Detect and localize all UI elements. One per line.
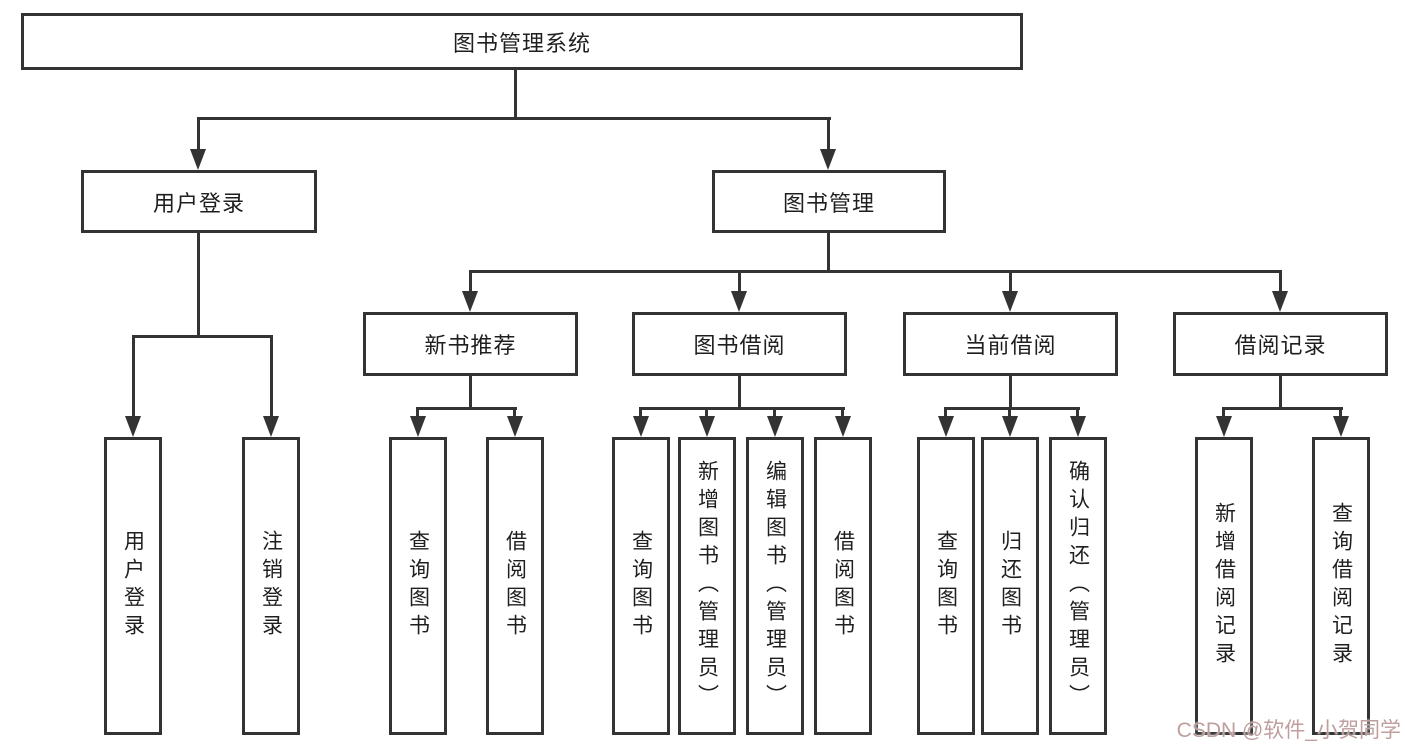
connector-newbook-c2-shaft xyxy=(513,407,516,418)
leaf-borrow-borrow-label: 借阅图书 xyxy=(831,530,855,642)
arrowhead-newbook-c2 xyxy=(507,416,523,437)
arrowhead-bookmgmt xyxy=(820,149,836,170)
arrowhead-current-c1 xyxy=(938,416,954,437)
node-current-borrow-label: 当前借阅 xyxy=(964,333,1057,358)
connector-mod1-shaft xyxy=(469,270,472,293)
leaf-current-return-label: 归还图书 xyxy=(998,530,1022,642)
connector-record-c1-shaft xyxy=(1222,407,1225,418)
connector-current-c1-shaft xyxy=(944,407,947,418)
connector-mgmt-vline xyxy=(827,233,830,273)
connector-current-c3-shaft xyxy=(1076,407,1079,418)
leaf-user-login-label: 用户登录 xyxy=(121,530,145,642)
arrowhead-user-child2 xyxy=(263,416,279,437)
leaf-newbook-borrow: 借阅图书 xyxy=(486,437,544,735)
leaf-user-logout-label: 注销登录 xyxy=(259,530,283,642)
leaf-record-add: 新增借阅记录 xyxy=(1195,437,1253,735)
leaf-borrow-borrow: 借阅图书 xyxy=(814,437,872,735)
arrowhead-mod2 xyxy=(731,291,747,312)
connector-current-hline xyxy=(944,407,1080,410)
leaf-current-query-label: 查询图书 xyxy=(934,530,958,642)
node-root-label: 图书管理系统 xyxy=(452,30,591,56)
node-user-login-label: 用户登录 xyxy=(152,190,245,216)
leaf-user-login: 用户登录 xyxy=(104,437,162,735)
arrowhead-borrow-c1 xyxy=(633,416,649,437)
node-borrow-record: 借阅记录 xyxy=(1173,312,1388,376)
connector-record-c2-shaft xyxy=(1339,407,1342,418)
arrowhead-mod1 xyxy=(462,291,478,312)
connector-user-child2-shaft xyxy=(270,335,273,418)
node-new-book: 新书推荐 xyxy=(363,312,578,376)
connector-borrow-c4-shaft xyxy=(841,407,844,418)
arrowhead-borrow-c2 xyxy=(699,416,715,437)
node-book-borrow-label: 图书借阅 xyxy=(693,333,786,358)
connector-current-vline xyxy=(1009,376,1012,407)
arrowhead-current-c2 xyxy=(1002,416,1018,437)
leaf-borrow-add: 新增图书（管理员） xyxy=(678,437,736,735)
arrowhead-mod3 xyxy=(1002,291,1018,312)
arrowhead-userlogin xyxy=(190,149,206,170)
arrowhead-user-child1 xyxy=(125,416,141,437)
node-book-mgmt-label: 图书管理 xyxy=(782,190,875,216)
node-book-borrow: 图书借阅 xyxy=(632,312,847,376)
connector-record-hline xyxy=(1222,407,1343,410)
arrowhead-record-c2 xyxy=(1333,416,1349,437)
connector-mod4-shaft xyxy=(1279,270,1282,293)
leaf-newbook-query-label: 查询图书 xyxy=(406,530,430,642)
connector-mod3-shaft xyxy=(1009,270,1012,293)
arrowhead-mod4 xyxy=(1272,291,1288,312)
connector-newbook-c1-shaft xyxy=(416,407,419,418)
node-new-book-label: 新书推荐 xyxy=(424,333,517,358)
connector-user-vline xyxy=(197,233,200,335)
node-user-login: 用户登录 xyxy=(81,170,317,233)
leaf-newbook-query: 查询图书 xyxy=(389,437,447,735)
arrowhead-record-c1 xyxy=(1216,416,1232,437)
leaf-current-query: 查询图书 xyxy=(917,437,975,735)
connector-level2-hline xyxy=(197,117,831,120)
connector-user-hline xyxy=(132,335,272,338)
arrowhead-newbook-c1 xyxy=(410,416,426,437)
connector-newbook-hline xyxy=(417,407,517,410)
leaf-borrow-query: 查询图书 xyxy=(612,437,670,735)
connector-bookmgmt-shaft xyxy=(827,117,830,150)
leaf-record-add-label: 新增借阅记录 xyxy=(1212,502,1236,670)
connector-newbook-vline xyxy=(469,376,472,407)
leaf-borrow-query-label: 查询图书 xyxy=(629,530,653,642)
leaf-borrow-edit-label: 编辑图书（管理员） xyxy=(763,460,787,712)
leaf-record-query-label: 查询借阅记录 xyxy=(1329,502,1353,670)
leaf-current-confirm: 确认归还（管理员） xyxy=(1049,437,1107,735)
node-borrow-record-label: 借阅记录 xyxy=(1234,333,1327,358)
node-current-borrow: 当前借阅 xyxy=(903,312,1118,376)
leaf-current-return: 归还图书 xyxy=(981,437,1039,735)
leaf-borrow-edit: 编辑图书（管理员） xyxy=(746,437,804,735)
connector-userlogin-shaft xyxy=(197,117,200,150)
arrowhead-current-c3 xyxy=(1070,416,1086,437)
leaf-user-logout: 注销登录 xyxy=(242,437,300,735)
leaf-newbook-borrow-label: 借阅图书 xyxy=(503,530,527,642)
leaf-current-confirm-label: 确认归还（管理员） xyxy=(1066,460,1090,712)
connector-borrow-vline xyxy=(738,376,741,407)
node-book-mgmt: 图书管理 xyxy=(712,170,946,233)
connector-borrow-c2-shaft xyxy=(705,407,708,418)
connector-current-c2-shaft xyxy=(1008,407,1011,418)
connector-root-vline xyxy=(514,69,517,117)
connector-borrow-c1-shaft xyxy=(639,407,642,418)
connector-record-vline xyxy=(1279,376,1282,407)
arrowhead-borrow-c4 xyxy=(835,416,851,437)
arrowhead-borrow-c3 xyxy=(767,416,783,437)
csdn-watermark: CSDN @软件_小贺同学 xyxy=(1176,719,1401,742)
connector-user-child1-shaft xyxy=(132,335,135,418)
leaf-borrow-add-label: 新增图书（管理员） xyxy=(695,460,719,712)
connector-level3-hline xyxy=(469,270,1282,273)
node-root: 图书管理系统 xyxy=(21,13,1023,70)
leaf-record-query: 查询借阅记录 xyxy=(1312,437,1370,735)
connector-borrow-c3-shaft xyxy=(773,407,776,418)
connector-mod2-shaft xyxy=(738,270,741,293)
connector-borrow-hline xyxy=(639,407,845,410)
